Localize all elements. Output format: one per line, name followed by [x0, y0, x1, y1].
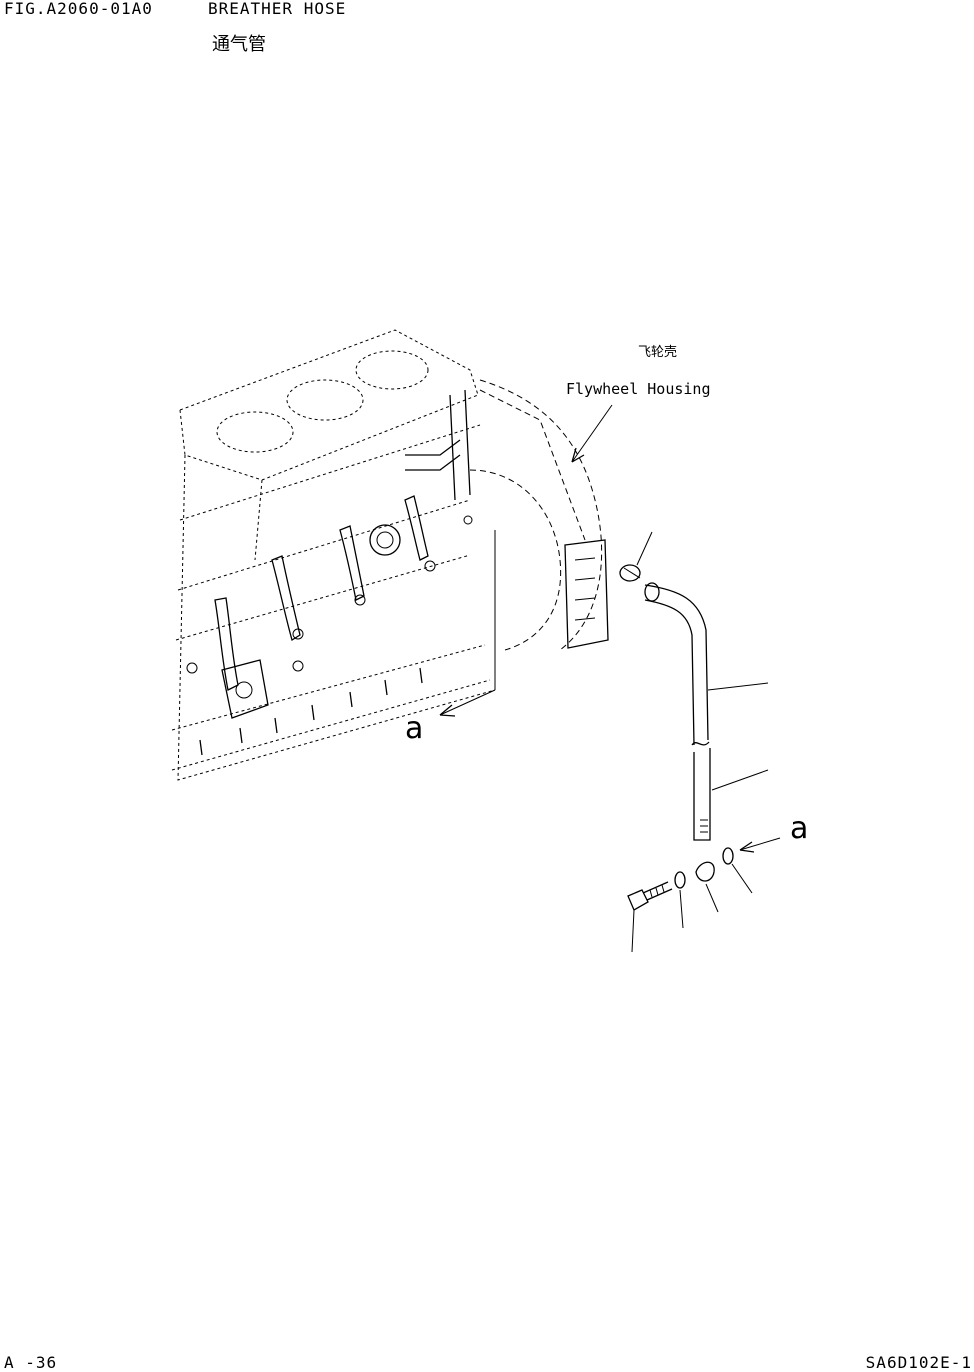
flywheel-housing-label: Flywheel Housing	[566, 380, 711, 398]
figure-number: FIG.A2060-01A0	[4, 0, 153, 18]
breather-hose	[619, 531, 769, 841]
model-code: SA6D102E-1	[865, 1353, 972, 1372]
figure-title-cn: 通气管	[212, 34, 266, 55]
flywheel-housing-cn-label: 飞轮壳	[638, 345, 677, 360]
parts-ref-a: a	[739, 811, 808, 853]
engine-block	[171, 329, 496, 781]
flywheel-housing-callout: 飞轮壳 Flywheel Housing	[566, 345, 711, 463]
ref-a-parts-label: a	[790, 811, 808, 846]
figure-title: BREATHER HOSE	[208, 0, 347, 18]
page-number: A -36	[4, 1353, 58, 1372]
flywheel-housing	[469, 379, 609, 651]
engine-ref-a: a	[405, 530, 496, 746]
fastener-set	[627, 847, 753, 953]
ref-a-engine-label: a	[405, 711, 423, 746]
